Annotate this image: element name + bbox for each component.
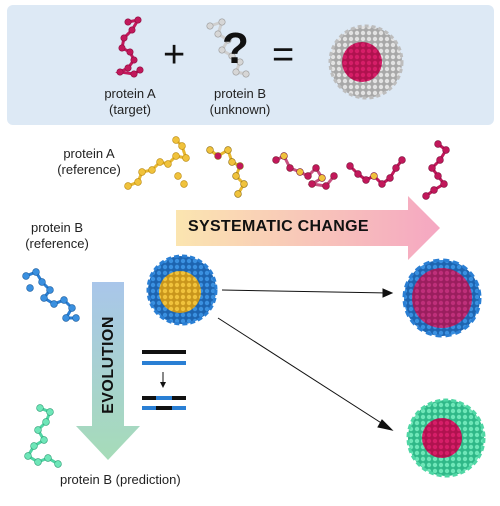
prediction-label: protein B (prediction) — [60, 472, 181, 487]
protein-b-prediction-chain — [24, 404, 62, 468]
evolution-label: EVOLUTION — [100, 316, 117, 414]
protein-b-label: protein B (unknown) — [200, 86, 280, 118]
systematic-change-label: SYSTEMATIC CHANGE — [188, 218, 369, 235]
evolution-arrow — [76, 282, 140, 460]
reference-a-chain-4 — [346, 156, 406, 188]
reference-complex-icon — [146, 254, 218, 326]
reference-b-role: (reference) — [25, 236, 89, 251]
sequence-bars-icon — [142, 350, 186, 410]
systematic-result-complex-icon — [402, 258, 482, 338]
arrow-to-systematic-result — [221, 288, 394, 298]
plus-sign: + — [163, 34, 186, 76]
protein-b-name: protein B — [213, 86, 267, 101]
protein-a-label: protein A (target) — [90, 86, 170, 118]
reference-a-chain-5 — [422, 140, 450, 200]
arrow-to-evolution-result — [217, 317, 394, 431]
reference-a-chain-2 — [206, 146, 248, 198]
reference-a-label: protein A (reference) — [44, 146, 134, 178]
protein-a-name: protein A — [104, 86, 156, 101]
reference-b-name: protein B — [30, 220, 84, 235]
question-mark: ? — [222, 24, 249, 73]
reference-b-label: protein B (reference) — [12, 220, 102, 252]
reference-a-chain-1 — [124, 136, 190, 190]
protein-b-reference-chain — [22, 268, 80, 322]
systematic-change-arrow — [176, 196, 440, 260]
protein-a-role: (target) — [109, 102, 151, 117]
equation-panel — [7, 5, 494, 125]
evolution-result-complex-icon — [406, 398, 486, 478]
complex-result-icon — [328, 24, 404, 100]
reference-a-role: (reference) — [57, 162, 121, 177]
protein-b-unknown-chain — [206, 18, 250, 78]
protein-a-target-chain — [115, 16, 144, 78]
protein-b-role: (unknown) — [209, 102, 271, 117]
equals-sign: = — [272, 34, 295, 76]
reference-a-name: protein A — [63, 146, 115, 161]
reference-a-chain-3 — [272, 152, 338, 190]
